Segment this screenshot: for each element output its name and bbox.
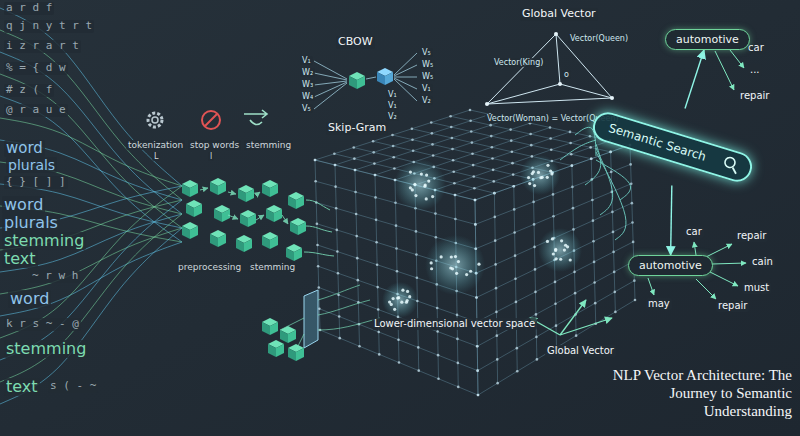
text-stream-line — [0, 30, 182, 200]
label: s ( - ~ — [48, 380, 98, 393]
search-icon — [720, 154, 742, 176]
text-stream-line — [0, 96, 182, 242]
label: Vector(King) — [492, 58, 545, 67]
node-text: automotive — [639, 259, 702, 272]
label: # z ( f — [4, 84, 54, 97]
text-stream-line — [0, 52, 182, 214]
label: W₄ — [300, 92, 315, 101]
label: W₂ — [300, 68, 315, 77]
text-stream-line — [0, 74, 182, 228]
label: V₂ — [386, 112, 399, 121]
connector — [685, 50, 704, 109]
label: text — [2, 250, 38, 268]
label: V₂ — [420, 96, 433, 105]
label: q j n y t r t — [4, 20, 94, 33]
label: plurals — [6, 157, 57, 173]
label: repair — [716, 300, 749, 312]
text-stream-line — [0, 228, 182, 404]
text-stream-line — [0, 200, 182, 360]
label: cain — [750, 256, 775, 268]
label: car — [684, 226, 704, 238]
label: o — [562, 70, 571, 79]
label: L — [152, 152, 160, 161]
label: i z r a r t — [4, 40, 81, 53]
label: V₁ — [300, 56, 313, 65]
label: ~ r w h — [30, 270, 80, 283]
label: Global Vector — [520, 8, 598, 21]
label: stemming — [4, 340, 88, 358]
label: must — [742, 282, 771, 294]
label: tokenization — [126, 140, 185, 150]
label: Lower-dimensional vector space — [372, 318, 537, 330]
label: Global Vector — [545, 345, 616, 357]
label: V₁ — [386, 90, 399, 99]
label: % = { d w — [4, 62, 68, 75]
label: repair — [738, 90, 771, 102]
label: word — [8, 290, 51, 308]
term-pill: automotive — [628, 255, 713, 276]
label: word — [4, 140, 45, 157]
label: repair — [735, 230, 768, 242]
label: stemming — [248, 262, 297, 272]
label: l — [208, 152, 214, 161]
label: a r d f — [4, 2, 54, 15]
label: { } [ ] ] — [4, 176, 68, 189]
text-stream-line — [0, 214, 182, 382]
label: stemming — [244, 140, 293, 150]
label: W₅ — [420, 72, 435, 81]
label: plurals — [2, 214, 60, 232]
term-pill: automotive — [665, 29, 750, 50]
label: word — [2, 196, 45, 214]
label: W₅ — [420, 60, 435, 69]
label: Skip-Gram — [326, 122, 388, 135]
label: text — [4, 378, 40, 396]
label: @ r a u e — [4, 104, 68, 117]
diagram-title: NLP Vector Architecture: The Journey to … — [604, 366, 792, 420]
text-stream-line — [0, 242, 182, 316]
label: V₁ — [420, 84, 433, 93]
label: stemming — [2, 232, 86, 250]
connector — [671, 185, 672, 255]
text-stream-line — [0, 186, 182, 338]
label: V₅ — [300, 104, 313, 113]
label: Vector(Queen) — [568, 34, 630, 43]
label: k r s ~ - @ — [4, 318, 81, 331]
label: stop words — [188, 140, 241, 150]
label: ... — [748, 64, 762, 76]
label: V₁ — [386, 101, 399, 110]
label: CBOW — [336, 36, 375, 49]
label: preprocessing — [176, 262, 243, 272]
node-text: automotive — [676, 33, 739, 46]
label: W₃ — [300, 80, 315, 89]
label: may — [646, 298, 672, 310]
label: V₅ — [420, 48, 433, 57]
text-stream-line — [0, 214, 182, 272]
